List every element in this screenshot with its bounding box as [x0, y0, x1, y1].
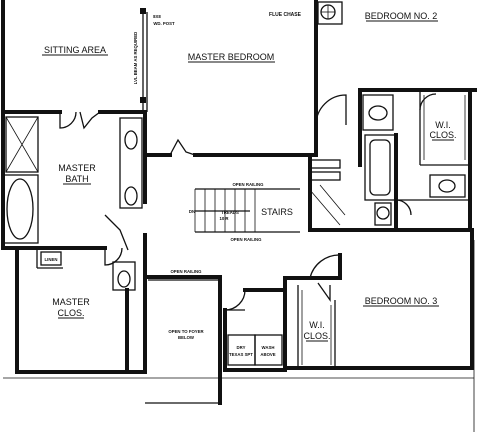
label-master-bath-line2: BATH: [65, 174, 88, 184]
label-bedroom-2: BEDROOM NO. 2: [365, 11, 438, 21]
label-open-railing-left: OPEN RAILING: [170, 269, 202, 274]
label-post-2: WD. POST: [153, 21, 175, 26]
stairs-drawing: [194, 159, 346, 233]
label-wi-clos-2-b: CLOS.: [303, 331, 330, 341]
label-sitting-area: SITTING AREA: [44, 45, 106, 55]
label-open-railing-bottom: OPEN RAILING: [230, 237, 262, 242]
label-master-clos-line2: CLOS.: [57, 308, 84, 318]
label-post-1: 8X8: [153, 14, 161, 19]
label-open-foyer-1: OPEN TO FOYER: [168, 329, 204, 334]
label-stair-note-1: TREADS: [221, 210, 239, 215]
label-wi-clos-2-a: W.I.: [309, 320, 325, 330]
label-dryer-1: DRY: [237, 345, 246, 350]
label-master-bath-line1: MASTER: [58, 163, 96, 173]
label-open-railing-top: OPEN RAILING: [232, 182, 264, 187]
label-washer-2: ABOVE: [260, 352, 275, 357]
room-labels: SITTING AREA MASTER BEDROOM BEDROOM NO. …: [42, 11, 457, 357]
label-stair-dn: DN: [189, 209, 195, 214]
label-washer-1: WASH: [262, 345, 275, 350]
label-linen: LINEN: [45, 257, 58, 262]
label-master-bedroom: MASTER BEDROOM: [188, 52, 275, 62]
label-dryer-2: TEXAS SPT: [229, 352, 253, 357]
label-wi-clos-1-a: W.I.: [435, 120, 451, 130]
label-bedroom-3: BEDROOM NO. 3: [365, 296, 438, 306]
fixtures: [3, 4, 466, 366]
label-lvl-beam: LVL BEAM AS REQUIRED: [133, 32, 138, 84]
label-stair-note-2: 10 R: [219, 216, 229, 221]
label-open-foyer-2: BELOW: [178, 335, 195, 340]
label-stairs: STAIRS: [261, 207, 293, 217]
doors: [59, 93, 437, 311]
label-master-clos-line1: MASTER: [52, 297, 90, 307]
label-wi-clos-1-b: CLOS.: [429, 130, 456, 140]
label-flue-chase: FLUE CHASE: [269, 12, 302, 18]
